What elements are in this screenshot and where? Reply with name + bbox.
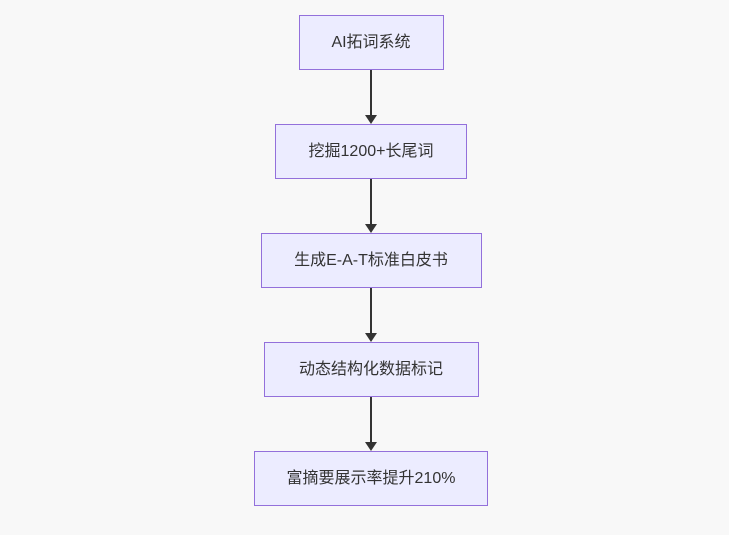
flow-edge-3-4 — [365, 288, 377, 342]
arrow-down-icon — [365, 442, 377, 451]
flow-node-4: 动态结构化数据标记 — [263, 342, 479, 397]
flow-node-2: 挖掘1200+长尾词 — [275, 124, 467, 179]
flow-edge-1-2 — [365, 70, 377, 124]
arrow-down-icon — [365, 224, 377, 233]
flow-edge-4-5 — [365, 397, 377, 451]
flow-node-1: AI拓词系统 — [298, 15, 444, 70]
arrow-down-icon — [365, 333, 377, 342]
flow-node-5: 富摘要展示率提升210% — [254, 451, 488, 506]
arrow-line — [370, 70, 372, 115]
arrow-line — [370, 179, 372, 224]
flow-edge-2-3 — [365, 179, 377, 233]
flowchart: AI拓词系统 挖掘1200+长尾词 生成E-A-T标准白皮书 动态结构化数据标记… — [254, 15, 488, 506]
arrow-line — [370, 288, 372, 333]
flow-node-3: 生成E-A-T标准白皮书 — [260, 233, 482, 288]
arrow-down-icon — [365, 115, 377, 124]
arrow-line — [370, 397, 372, 442]
